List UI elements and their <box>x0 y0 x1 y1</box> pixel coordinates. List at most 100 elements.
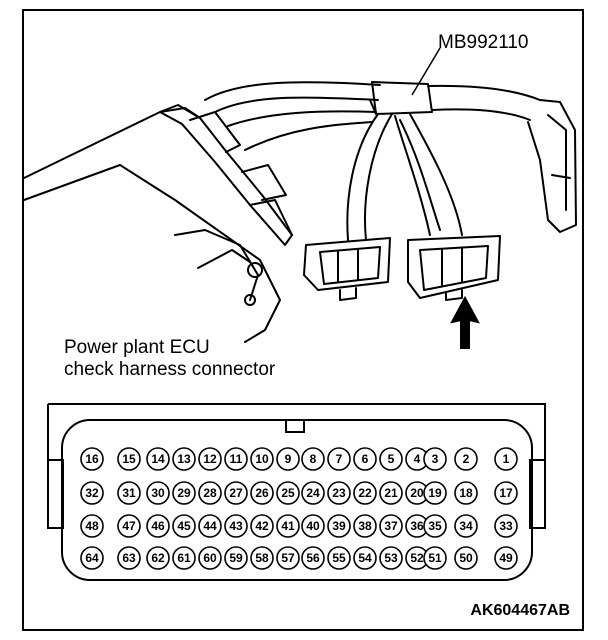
pin-number: 30 <box>151 486 165 500</box>
pin-number: 45 <box>177 519 191 533</box>
ecu-harness-illustration <box>23 81 577 343</box>
pin-circle <box>250 546 274 570</box>
pin: 44 <box>198 514 222 538</box>
pin: 26 <box>250 481 274 505</box>
pin: 55 <box>327 546 351 570</box>
pin-number: 28 <box>203 486 217 500</box>
pin-number: 8 <box>310 452 317 466</box>
pin: 40 <box>301 514 325 538</box>
pin: 31 <box>117 481 141 505</box>
pin-circle <box>250 481 274 505</box>
pin-number: 34 <box>459 519 473 533</box>
pin: 28 <box>198 481 222 505</box>
pin: 11 <box>224 447 248 471</box>
pin-number: 10 <box>255 452 269 466</box>
pin-circle <box>379 481 403 505</box>
pin-number: 44 <box>203 519 217 533</box>
pin-circle <box>198 546 222 570</box>
pin-circle <box>198 514 222 538</box>
pin: 16 <box>80 447 104 471</box>
pin: 63 <box>117 546 141 570</box>
pin-number: 17 <box>499 486 513 500</box>
pin: 23 <box>327 481 351 505</box>
pin: 13 <box>172 447 196 471</box>
pin-number: 55 <box>332 551 346 565</box>
tool-leader-line <box>411 47 441 96</box>
pin-circle <box>117 514 141 538</box>
pin-number: 59 <box>229 551 243 565</box>
pin-circle <box>327 514 351 538</box>
pin-circle <box>276 447 300 471</box>
pin-circle <box>117 447 141 471</box>
pin-number: 21 <box>384 486 398 500</box>
pin-number: 27 <box>229 486 243 500</box>
pin-circle <box>146 481 170 505</box>
pin-circle <box>423 481 447 505</box>
pin-number: 26 <box>255 486 269 500</box>
pin-number: 53 <box>384 551 398 565</box>
pin: 37 <box>379 514 403 538</box>
pin-circle <box>80 546 104 570</box>
pin-circle <box>117 546 141 570</box>
pin: 35 <box>423 514 447 538</box>
pin: 47 <box>117 514 141 538</box>
pin: 53 <box>379 546 403 570</box>
pin-number: 22 <box>358 486 372 500</box>
pin: 34 <box>454 514 478 538</box>
pin-circle <box>454 481 478 505</box>
pin-circle <box>494 546 518 570</box>
pin-circle <box>276 514 300 538</box>
pin-number: 62 <box>151 551 165 565</box>
pin-circle <box>353 481 377 505</box>
pin-circle <box>80 447 104 471</box>
pin-number: 35 <box>428 519 442 533</box>
pin: 42 <box>250 514 274 538</box>
pin: 27 <box>224 481 248 505</box>
pin: 2 <box>454 447 478 471</box>
pin-number: 24 <box>306 486 320 500</box>
pin-circle <box>80 481 104 505</box>
pin-number: 12 <box>203 452 217 466</box>
pin: 17 <box>494 481 518 505</box>
pin-circle <box>276 481 300 505</box>
pin-number: 50 <box>459 551 473 565</box>
pin-number: 9 <box>285 452 292 466</box>
pin: 14 <box>146 447 170 471</box>
pin-circle <box>379 514 403 538</box>
pin-number: 25 <box>281 486 295 500</box>
pin-number: 7 <box>336 452 343 466</box>
pin: 48 <box>80 514 104 538</box>
pin-circle <box>172 447 196 471</box>
pin: 24 <box>301 481 325 505</box>
pin-number: 19 <box>428 486 442 500</box>
pin: 49 <box>494 546 518 570</box>
pin: 61 <box>172 546 196 570</box>
pin-number: 64 <box>85 551 99 565</box>
pin-number: 4 <box>414 452 421 466</box>
pin-number: 6 <box>362 452 369 466</box>
pin-number: 41 <box>281 519 295 533</box>
pin: 15 <box>117 447 141 471</box>
pin-circle <box>301 546 325 570</box>
pin: 33 <box>494 514 518 538</box>
pin-circle <box>454 546 478 570</box>
pin: 51 <box>423 546 447 570</box>
pin: 56 <box>301 546 325 570</box>
pin-circle <box>379 546 403 570</box>
pin-number: 58 <box>255 551 269 565</box>
pin: 41 <box>276 514 300 538</box>
pin-circle <box>454 447 478 471</box>
pin: 22 <box>353 481 377 505</box>
pin-number: 48 <box>85 519 99 533</box>
pin-circle <box>353 447 377 471</box>
pin: 10 <box>250 447 274 471</box>
pin-circle <box>301 447 325 471</box>
pin-circle <box>423 514 447 538</box>
pin-number: 39 <box>332 519 346 533</box>
pin-circle <box>80 514 104 538</box>
pin-number: 14 <box>151 452 165 466</box>
pin: 8 <box>301 447 325 471</box>
pin-number: 54 <box>358 551 372 565</box>
pin-circle <box>494 481 518 505</box>
pin-number: 60 <box>203 551 217 565</box>
